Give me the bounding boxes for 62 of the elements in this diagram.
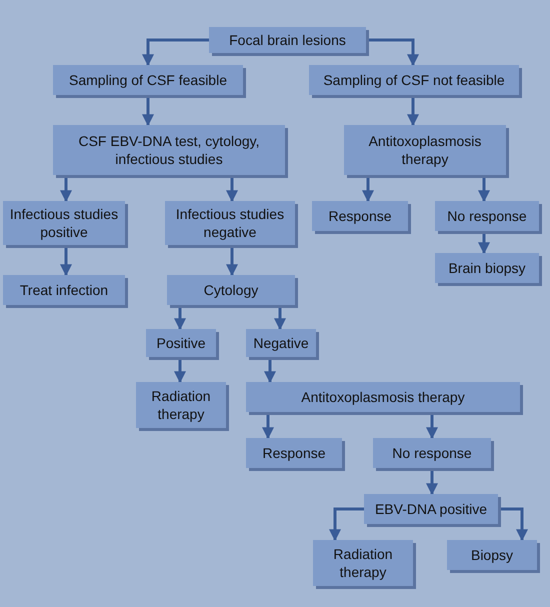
- process-box: [246, 382, 520, 412]
- process-box: [435, 253, 539, 283]
- arrow: [274, 308, 286, 330]
- process-box: [3, 201, 125, 245]
- box-label: Treat infection: [20, 281, 108, 299]
- box-label: Radiation therapy: [150, 387, 212, 423]
- arrow: [426, 471, 438, 496]
- box-label: Response: [262, 444, 326, 462]
- process-box: [136, 382, 226, 428]
- process-box: [53, 65, 243, 95]
- arrow: [60, 248, 72, 276]
- process-box: [309, 65, 519, 95]
- box-label: Brain biopsy: [448, 259, 526, 277]
- process-box: [165, 201, 295, 245]
- arrow: [142, 98, 154, 126]
- process-box: [373, 438, 491, 468]
- process-box: [364, 494, 498, 524]
- box-label: Infectious studies negative: [174, 205, 286, 241]
- arrow: [426, 415, 438, 440]
- arrow: [262, 415, 274, 440]
- process-box: [3, 275, 125, 305]
- arrow: [478, 178, 490, 202]
- arrow: [60, 178, 72, 202]
- arrow: [142, 38, 209, 66]
- box-label: Antitoxoplasmosis therapy: [368, 132, 482, 168]
- box-label: Radiation therapy: [332, 545, 394, 581]
- arrow: [366, 38, 419, 66]
- box-label: No response: [447, 207, 527, 225]
- box-label: Focal brain lesions: [229, 31, 346, 49]
- box-label: EBV-DNA positive: [374, 500, 488, 518]
- process-box: [146, 329, 216, 357]
- arrow: [498, 508, 528, 542]
- process-box: [246, 438, 342, 468]
- arrow: [226, 248, 238, 276]
- process-box: [53, 125, 285, 175]
- arrow: [174, 360, 186, 384]
- process-box: [447, 540, 537, 570]
- arrow: [174, 308, 186, 330]
- arrow: [407, 98, 419, 126]
- arrow: [362, 178, 374, 202]
- process-box: [435, 201, 539, 231]
- process-box: [312, 201, 408, 231]
- arrow: [478, 234, 490, 254]
- box-label: No response: [392, 444, 472, 462]
- arrow: [264, 360, 276, 384]
- process-box: [313, 540, 413, 586]
- box-label: Antitoxoplasmosis therapy: [301, 388, 465, 406]
- box-label: Response: [328, 207, 392, 225]
- arrow: [329, 508, 364, 542]
- box-label: Sampling of CSF not feasible: [323, 71, 505, 89]
- process-box: [246, 329, 316, 357]
- box-label: Infectious studies positive: [8, 205, 120, 241]
- box-label: Positive: [156, 334, 206, 352]
- box-label: Sampling of CSF feasible: [69, 71, 227, 89]
- arrow: [226, 178, 238, 202]
- box-label: Negative: [253, 334, 309, 352]
- process-box: [344, 125, 506, 175]
- process-box: [209, 27, 366, 53]
- process-box: [167, 275, 295, 305]
- box-label: Biopsy: [470, 546, 514, 564]
- box-label: Cytology: [204, 281, 258, 299]
- box-label: CSF EBV-DNA test, cytology, infectious studies: [77, 132, 261, 168]
